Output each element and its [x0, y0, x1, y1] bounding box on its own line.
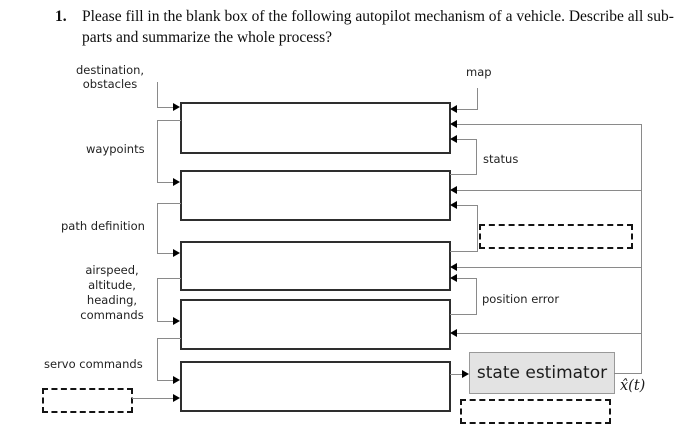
arrowhead-icon	[450, 263, 457, 271]
connector-line	[476, 278, 477, 315]
dashed-blank-box-feedback-label[interactable]	[479, 224, 633, 249]
arrowhead-icon	[450, 329, 457, 337]
question-text-line1: Please fill in the blank box of the foll…	[82, 8, 674, 25]
label-path-definition: path definition	[61, 219, 145, 233]
connector-line	[450, 174, 477, 175]
dashed-blank-box-below-state-estimator[interactable]	[460, 399, 611, 424]
arrowhead-icon	[173, 178, 180, 186]
connector-line	[157, 338, 181, 339]
connector-line	[476, 139, 477, 175]
connector-line	[157, 203, 158, 254]
connector-line	[157, 120, 181, 121]
connector-line	[157, 338, 158, 381]
connector-line	[157, 107, 174, 108]
connector-line	[457, 190, 642, 191]
dashed-blank-box-servo-input[interactable]	[42, 388, 133, 413]
connector-line	[157, 82, 158, 108]
blank-box-3[interactable]	[180, 241, 451, 291]
connector-line	[641, 124, 642, 374]
arrowhead-icon	[173, 317, 180, 325]
state-estimator-label: state estimator	[476, 363, 608, 383]
arrowhead-icon	[450, 135, 457, 143]
connector-line	[157, 278, 181, 279]
connector-line	[157, 120, 158, 183]
connector-line	[450, 374, 463, 375]
question-text-line2: parts and summarize the whole process?	[82, 29, 333, 46]
blank-box-5[interactable]	[180, 361, 451, 412]
connector-line	[457, 333, 642, 334]
label-airspeed-altitude-heading-commands: airspeed, altitude, heading, commands	[80, 263, 144, 322]
connector-line	[477, 205, 478, 252]
connector-line	[457, 205, 478, 206]
label-status: status	[483, 152, 519, 166]
connector-line	[457, 267, 642, 268]
connector-line	[457, 278, 477, 279]
connector-line	[157, 182, 174, 183]
blank-box-2[interactable]	[180, 170, 451, 221]
connector-line	[157, 321, 174, 322]
arrowhead-icon	[173, 376, 180, 384]
connector-line	[157, 278, 158, 322]
arrowhead-icon	[173, 103, 180, 111]
label-map: map	[466, 65, 492, 79]
blank-box-4[interactable]	[180, 299, 451, 350]
label-x-hat-t: x̂(t)	[620, 378, 646, 394]
arrowhead-icon	[450, 274, 457, 282]
blank-box-1[interactable]	[180, 102, 451, 154]
question-number: 1.	[55, 8, 67, 25]
arrowhead-icon	[173, 249, 180, 257]
arrowhead-icon	[450, 105, 457, 113]
connector-line	[450, 251, 478, 252]
connector-line	[457, 109, 478, 110]
arrowhead-icon	[173, 394, 180, 402]
state-estimator-box: state estimator	[469, 352, 615, 394]
connector-line	[457, 124, 642, 125]
connector-line	[477, 88, 478, 110]
connector-line	[450, 314, 477, 315]
label-waypoints: waypoints	[86, 142, 145, 156]
arrowhead-icon	[462, 370, 469, 378]
arrowhead-icon	[450, 201, 457, 209]
arrowhead-icon	[450, 120, 457, 128]
connector-line	[157, 253, 174, 254]
connector-line	[457, 139, 477, 140]
connector-line	[157, 380, 174, 381]
label-destination-obstacles: destination, obstacles	[75, 63, 145, 91]
label-servo-commands: servo commands	[44, 357, 143, 371]
connector-line	[157, 203, 181, 204]
arrowhead-icon	[450, 186, 457, 194]
connector-line	[614, 373, 642, 374]
label-position-error: position error	[482, 292, 560, 306]
connector-line	[132, 398, 174, 399]
